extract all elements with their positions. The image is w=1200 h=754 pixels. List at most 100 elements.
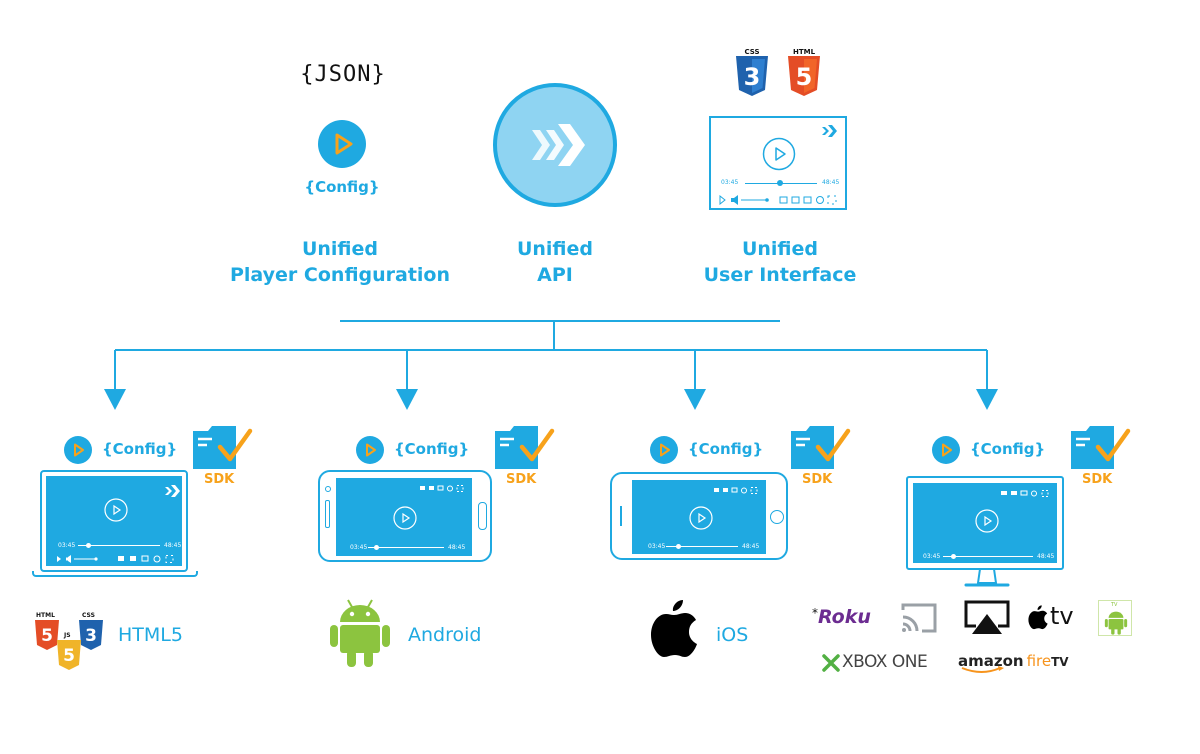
ios-screen: 03:45 48:45 xyxy=(632,480,766,554)
css3-shield-icon: 3 xyxy=(79,620,103,650)
config-play-icon xyxy=(932,436,960,464)
time-start: 03:45 xyxy=(58,542,76,549)
arrow-down-icon xyxy=(104,389,126,410)
unified-api-title: Unified API xyxy=(470,236,640,288)
css3-shield-icon: 3 xyxy=(736,56,768,96)
js-shield-icon: 5 xyxy=(57,640,81,670)
progress-track xyxy=(943,556,1033,557)
sdk-folder-check-icon xyxy=(791,426,851,469)
html5-shield-icon: 5 xyxy=(35,620,59,650)
control-bar-icons xyxy=(719,195,837,205)
sdk-label: SDK xyxy=(506,472,537,487)
tv-screen: 03:45 48:45 xyxy=(913,483,1057,563)
time-end: 48:45 xyxy=(1037,553,1055,560)
sdk-folder-check-icon xyxy=(1071,426,1131,469)
svg-text:3: 3 xyxy=(85,626,97,646)
platform-label-android: Android xyxy=(408,624,482,646)
sdk-label: SDK xyxy=(802,472,833,487)
sdk-label: SDK xyxy=(204,472,235,487)
laptop-base xyxy=(32,571,198,577)
unified-player-config-title: Unified Player Configuration xyxy=(210,236,470,288)
time-start: 03:45 xyxy=(350,544,368,551)
amazon-smile-icon xyxy=(961,666,1004,673)
config-label: {Config} xyxy=(102,440,178,458)
roku-logo: *Roku xyxy=(812,606,871,628)
progress-thumb xyxy=(676,544,681,549)
roku-wordmark: Roku xyxy=(818,606,871,628)
platform-label-html5: HTML5 xyxy=(118,624,183,646)
css-badge-text: CSS xyxy=(744,48,760,56)
home-button xyxy=(478,502,487,530)
android-tv-robot-icon xyxy=(1104,611,1128,635)
android-robot-icon xyxy=(330,599,390,667)
brand-chevrons-icon xyxy=(165,485,180,497)
apple-logo-icon xyxy=(651,600,697,657)
config-label: {Config} xyxy=(970,440,1046,458)
iphone-device: 03:45 48:45 xyxy=(610,472,788,560)
sdk-folder-check-icon xyxy=(193,426,253,469)
tv-badge-text: TV xyxy=(1111,602,1118,608)
time-start: 03:45 xyxy=(923,553,941,560)
sdk-folder-check-icon xyxy=(495,426,555,469)
play-circle-icon xyxy=(975,509,999,533)
svg-text:3: 3 xyxy=(744,63,761,91)
time-end: 48:45 xyxy=(822,179,840,186)
config-label: {Config} xyxy=(304,178,380,196)
title-line-2: Player Configuration xyxy=(229,264,451,286)
config-label: {Config} xyxy=(394,440,470,458)
play-circle-icon xyxy=(104,498,128,522)
android-phone-device: 03:45 48:45 xyxy=(318,470,492,562)
connector-tree xyxy=(104,320,998,410)
arrow-down-icon xyxy=(396,389,418,410)
config-label: {Config} xyxy=(688,440,764,458)
html-badge-text: HTML xyxy=(36,612,55,619)
tv-device: 03:45 48:45 xyxy=(906,476,1064,570)
svg-text:5: 5 xyxy=(796,63,813,91)
fire-tv-wordmark: TV xyxy=(1051,655,1069,669)
roku-asterisk: * xyxy=(812,606,818,620)
speaker-slot xyxy=(620,506,622,526)
time-start: 03:45 xyxy=(721,179,739,186)
html5-shield-icon: 5 xyxy=(788,56,820,96)
apple-tv-logo-icon xyxy=(1028,605,1048,630)
xbox-one-wordmark: XBOX ONE xyxy=(842,652,928,672)
title-line-2: API xyxy=(537,264,573,286)
home-button xyxy=(770,510,784,524)
css3-logo: CSS 3 xyxy=(734,48,770,100)
progress-thumb xyxy=(951,554,956,559)
unified-ui-title: Unified User Interface xyxy=(680,236,880,288)
progress-track xyxy=(666,546,738,547)
platform-label-ios: iOS xyxy=(716,624,749,646)
progress-thumb xyxy=(86,543,91,548)
amazon-wordmark: amazon xyxy=(958,652,1024,670)
top-control-icons xyxy=(420,485,464,492)
xbox-x-icon xyxy=(822,654,840,672)
html5-logo: HTML 5 xyxy=(786,48,822,100)
ui-player-wireframe: 03:45 48:45 xyxy=(709,116,847,210)
css-badge-text: CSS xyxy=(82,612,95,619)
play-circle-icon xyxy=(393,506,417,530)
time-end: 48:45 xyxy=(742,543,760,550)
top-control-icons xyxy=(1001,490,1049,497)
svg-text:5: 5 xyxy=(63,646,75,666)
play-circle-icon xyxy=(762,137,796,171)
progress-thumb xyxy=(777,180,783,186)
airplay-icon xyxy=(964,600,1010,634)
android-screen: 03:45 48:45 xyxy=(336,478,472,556)
config-play-icon xyxy=(356,436,384,464)
html-badge-text: HTML xyxy=(792,48,816,56)
title-line-1: Unified xyxy=(301,238,379,260)
arrow-down-icon xyxy=(684,389,706,410)
fire-wordmark: fire xyxy=(1026,652,1052,670)
title-line-1: Unified xyxy=(741,238,819,260)
tv-stand xyxy=(964,569,1010,587)
api-logo-icon xyxy=(493,83,617,207)
android-tv-logo: TV xyxy=(1098,600,1132,636)
sdk-label: SDK xyxy=(1082,472,1113,487)
js-badge-text: JS xyxy=(64,632,71,639)
brand-chevrons-icon xyxy=(822,125,837,137)
laptop-device: 03:45 48:45 xyxy=(40,470,188,572)
laptop-screen: 03:45 48:45 xyxy=(46,476,182,566)
config-play-icon xyxy=(318,120,366,168)
